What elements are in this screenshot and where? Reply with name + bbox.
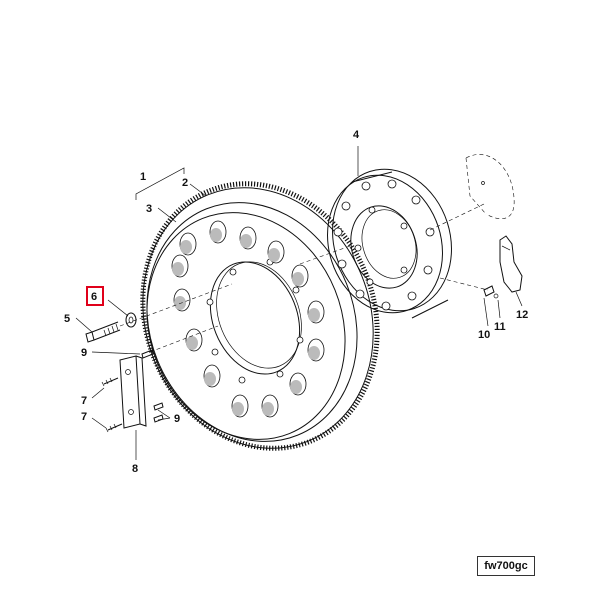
callout-2: 2: [182, 177, 188, 189]
callout-9-upper: 9: [81, 347, 87, 359]
callout-4: 4: [353, 129, 360, 141]
callout-6: 6: [91, 291, 97, 303]
screws: [101, 377, 123, 433]
flywheel: [140, 181, 380, 451]
flywheel-adapter: [327, 168, 452, 319]
callout-1: 1: [140, 171, 146, 183]
callout-10: 10: [478, 329, 490, 341]
mounting-plate: [119, 355, 147, 429]
callout-labels: 1 2 3 4 5 6 7 7 8 9 9 10 11 12: [64, 129, 528, 475]
callout-7-lower: 7: [81, 411, 87, 423]
flywheel-bolt-holes: [206, 258, 304, 384]
alignment-lines: [119, 203, 489, 353]
callout-7-upper: 7: [81, 395, 87, 407]
figure-reference-code: fw700gc: [477, 556, 535, 576]
bolt-and-washer: [85, 312, 137, 343]
callout-3: 3: [146, 203, 152, 215]
callout-12: 12: [516, 309, 528, 321]
callout-5: 5: [64, 313, 70, 325]
engine-housing-phantom: [465, 154, 515, 220]
callout-6-highlight-box: [86, 286, 104, 306]
leader-lines: [75, 146, 523, 460]
callout-8: 8: [132, 463, 138, 475]
callout-11: 11: [494, 321, 506, 333]
adapter-bolt-holes: [333, 179, 435, 311]
flywheel-lightening-holes: [171, 220, 325, 418]
callout-9-lower: 9: [174, 413, 180, 425]
timing-pointer-bracket: [483, 235, 523, 299]
